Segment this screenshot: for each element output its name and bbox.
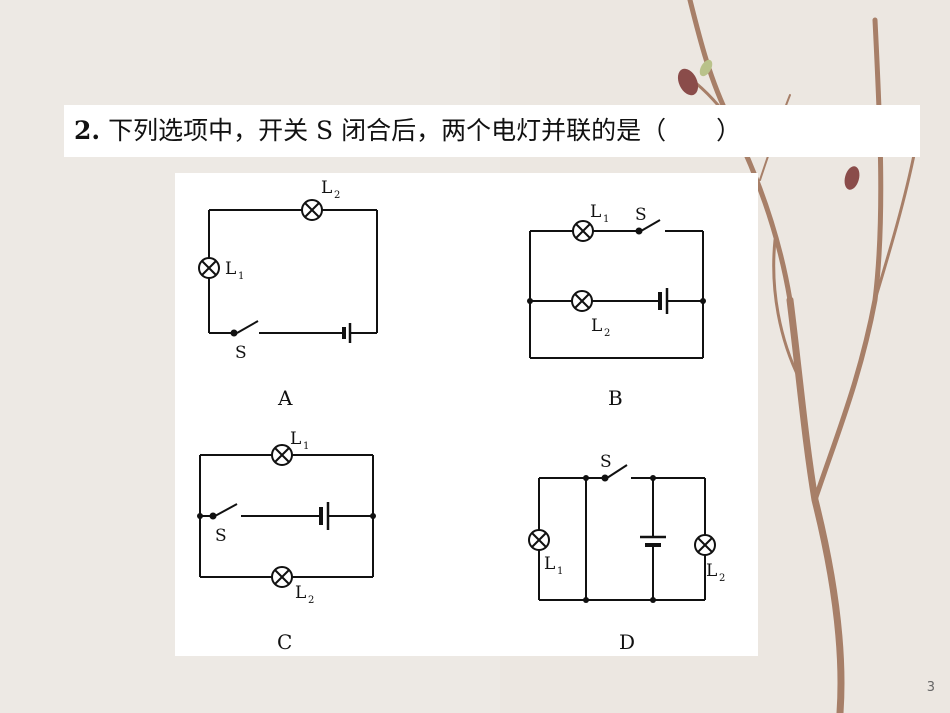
label-b-l1: L bbox=[590, 202, 601, 222]
label-a-l1-sub: 1 bbox=[238, 271, 244, 282]
label-c-switch: S bbox=[215, 526, 227, 546]
circuit-c bbox=[199, 444, 374, 588]
question-text: 2. 下列选项中，开关 S 闭合后，两个电灯并联的是（ ） bbox=[64, 105, 920, 157]
lamp-b-l1 bbox=[572, 220, 594, 242]
switch-c bbox=[214, 503, 238, 517]
lamp-d-l2 bbox=[694, 534, 716, 556]
label-c-l2-sub: 2 bbox=[308, 595, 314, 606]
label-c-l2: L bbox=[295, 583, 306, 603]
circuit-diagrams: L 2 L 1 S A L 1 S L 2 B L 1 S L 2 C S L … bbox=[197, 178, 725, 654]
label-d-l2-sub: 2 bbox=[719, 573, 725, 584]
lamp-b-l2 bbox=[571, 290, 593, 312]
page-number: 3 bbox=[926, 680, 935, 695]
circuit-a bbox=[198, 199, 378, 343]
label-c-l1-sub: 1 bbox=[303, 441, 309, 452]
label-c-l1: L bbox=[290, 429, 301, 449]
label-d-l2: L bbox=[706, 561, 717, 581]
label-d-l1-sub: 1 bbox=[557, 566, 563, 577]
option-b-label: B bbox=[608, 386, 623, 410]
label-b-l2-sub: 2 bbox=[604, 328, 610, 339]
switch-d bbox=[606, 464, 628, 479]
label-a-l1: L bbox=[225, 259, 236, 279]
option-a-label: A bbox=[277, 386, 293, 410]
switch-a bbox=[236, 320, 259, 334]
label-b-l2: L bbox=[591, 316, 602, 336]
option-d-label: D bbox=[619, 630, 635, 654]
label-a-l2: L bbox=[321, 178, 332, 198]
lamp-c-l1 bbox=[271, 444, 293, 466]
lamp-d-l1 bbox=[528, 529, 550, 551]
option-c-label: C bbox=[277, 630, 292, 654]
question-stem: 下列选项中，开关 S 闭合后，两个电灯并联的是（ ） bbox=[108, 116, 742, 145]
lamp-a-l2 bbox=[301, 199, 323, 221]
junction-dots bbox=[197, 298, 706, 603]
label-b-switch: S bbox=[635, 205, 647, 225]
question-number: 2. bbox=[74, 116, 101, 145]
circuit-d bbox=[528, 464, 716, 601]
label-a-l2-sub: 2 bbox=[334, 190, 340, 201]
label-d-l1: L bbox=[544, 554, 555, 574]
lamp-c-l2 bbox=[271, 566, 293, 588]
label-a-switch: S bbox=[235, 343, 247, 363]
switch-b bbox=[640, 219, 661, 232]
lamp-a-l1 bbox=[198, 257, 220, 279]
label-d-switch: S bbox=[600, 452, 612, 472]
label-b-l1-sub: 1 bbox=[603, 214, 609, 225]
circuit-b bbox=[529, 219, 704, 359]
